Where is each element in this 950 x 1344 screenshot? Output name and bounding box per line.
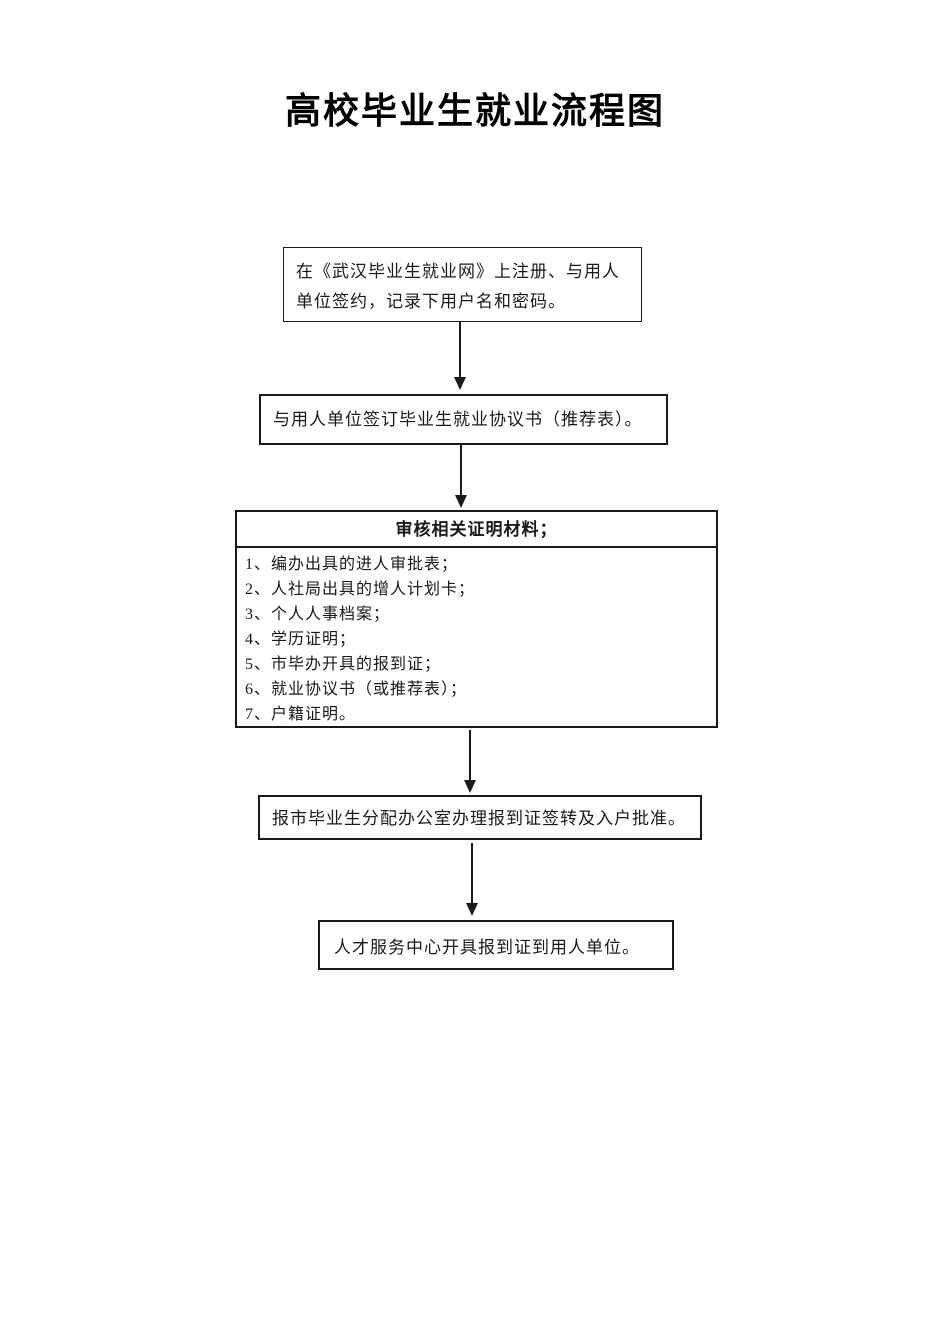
flow-node-register: 在《武汉毕业生就业网》上注册、与用人单位签约，记录下用户名和密码。: [283, 247, 642, 322]
list-item: 7、户籍证明。: [245, 706, 357, 723]
flow-node-sign-agreement: 与用人单位签订毕业生就业协议书（推荐表）。: [259, 394, 668, 445]
page-title: 高校毕业生就业流程图: [284, 91, 665, 131]
flow-node-sign-agreement-text: 与用人单位签订毕业生就业协议书（推荐表）。: [273, 410, 643, 429]
flow-node-report-office-text: 报市毕业生分配办公室办理报到证签转及入户批准。: [272, 809, 686, 828]
down-arrow: [454, 322, 466, 390]
list-item: 6、就业协议书（或推荐表）；: [245, 681, 468, 698]
review-materials-list: 1、编办出具的进人审批表； 2、人社局出具的增人计划卡； 3、个人人事档案； 4…: [237, 548, 716, 727]
list-item: 1、编办出具的进人审批表；: [245, 556, 459, 573]
flow-node-report-office: 报市毕业生分配办公室办理报到证签转及入户批准。: [258, 795, 702, 840]
list-item: 3、个人人事档案；: [245, 606, 391, 623]
flow-node-review-materials: 审核相关证明材料； 1、编办出具的进人审批表； 2、人社局出具的增人计划卡； 3…: [235, 510, 718, 728]
down-arrow: [455, 445, 467, 508]
down-arrow: [464, 730, 476, 793]
list-item: 4、学历证明；: [245, 631, 357, 648]
flow-node-register-text: 在《武汉毕业生就业网》上注册、与用人单位签约，记录下用户名和密码。: [296, 262, 620, 311]
flow-node-talent-center: 人才服务中心开具报到证到用人单位。: [318, 920, 674, 970]
down-arrow: [466, 843, 478, 916]
list-item: 2、人社局出具的增人计划卡；: [245, 581, 476, 598]
flow-node-talent-center-text: 人才服务中心开具报到证到用人单位。: [334, 938, 640, 957]
list-item: 5、市毕办开具的报到证；: [245, 656, 442, 673]
flow-node-review-materials-header: 审核相关证明材料；: [237, 512, 716, 548]
